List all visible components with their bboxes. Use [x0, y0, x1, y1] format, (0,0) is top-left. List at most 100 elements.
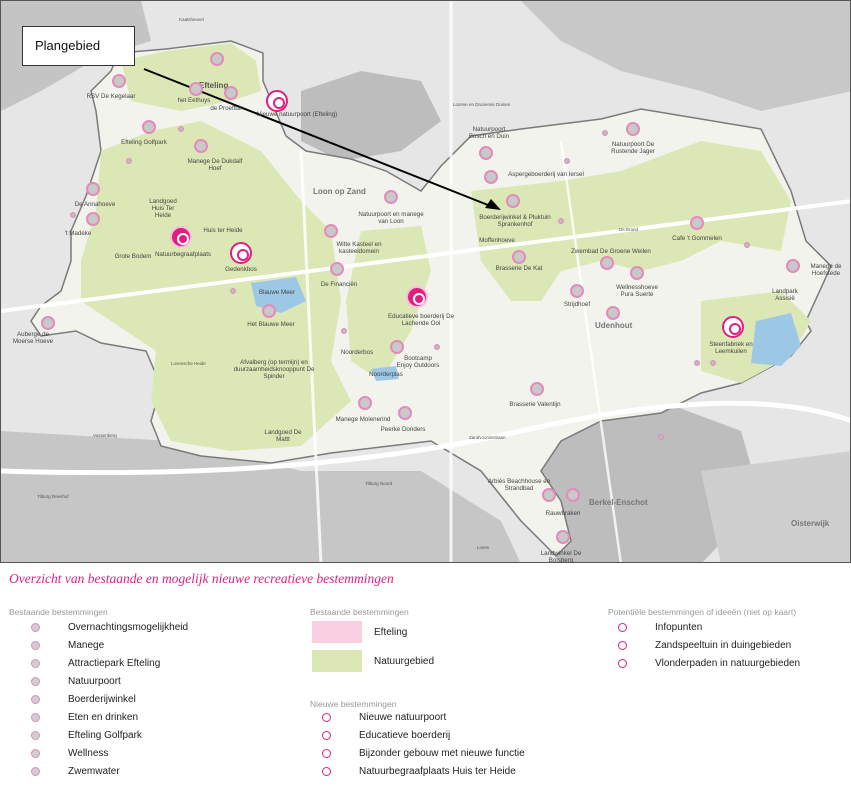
- natuurpoort-icon[interactable]: [479, 146, 493, 160]
- place-label: Efteling Golfpark: [121, 139, 167, 146]
- boerderij-icon[interactable]: [556, 530, 570, 544]
- town-label-loon-op-zand: Loon op Zand: [313, 187, 366, 196]
- eten-icon[interactable]: [330, 262, 344, 276]
- place-label: Auberge de Moerse Hoeve: [12, 331, 54, 345]
- eten-icon[interactable]: [189, 82, 203, 96]
- overnachting-icon[interactable]: [558, 218, 564, 224]
- place-label: de Proeftuin: [210, 105, 244, 112]
- golfpark-icon: [31, 731, 40, 740]
- bijzonder-gebouw-icon[interactable]: [230, 242, 252, 264]
- eten-icon[interactable]: [398, 406, 412, 420]
- place-label: Manege de Hoefstede: [810, 263, 842, 277]
- educatieve-boerderij-icon[interactable]: [406, 286, 428, 308]
- place-label: het Eethuys: [177, 97, 211, 104]
- eten-icon[interactable]: [512, 250, 526, 264]
- manege-icon[interactable]: [358, 396, 372, 410]
- place-label: Witte Kasteel en kasteeldomein: [336, 241, 382, 255]
- overnachting-icon[interactable]: [178, 126, 184, 132]
- overnachting-icon[interactable]: [658, 434, 664, 440]
- place-label: Natuurbegraafplaats: [154, 251, 212, 258]
- wellness-icon[interactable]: [390, 340, 404, 354]
- place-label: RSV De Kegelaar: [86, 93, 136, 100]
- place-label: Natuurpoort Bosch en Duin: [468, 126, 510, 140]
- town-label-efteling: Efteling: [199, 81, 229, 90]
- place-label: Landgoed De Mattt: [264, 429, 302, 443]
- road-label: Loven: [477, 545, 490, 550]
- boerderij-icon[interactable]: [506, 194, 520, 208]
- attractiepark-icon[interactable]: [324, 224, 338, 238]
- legend-label: Bijzonder gebouw met nieuwe functie: [359, 748, 525, 759]
- place-label: Landpark Assisië: [772, 288, 798, 302]
- natuurgebied-swatch: [312, 650, 362, 672]
- boerderij-icon[interactable]: [86, 182, 100, 196]
- place-label: Zwembad De Groene Weilen: [571, 248, 651, 255]
- natuurpoort-icon[interactable]: [626, 122, 640, 136]
- place-label: Natuurpoort en manege van Loon: [358, 211, 424, 225]
- bijzonder-gebouw-icon: [322, 749, 331, 758]
- eten-icon[interactable]: [41, 316, 55, 330]
- legend-label: Eten en drinken: [68, 712, 139, 723]
- map-base: [1, 1, 850, 562]
- overnachting-icon[interactable]: [710, 360, 716, 366]
- overnachting-icon[interactable]: [230, 288, 236, 294]
- eten-icon[interactable]: [690, 216, 704, 230]
- legend-label: Efteling: [374, 626, 408, 638]
- place-label: Natuurpoort De Rustende Jager: [611, 141, 655, 155]
- place-label: Moffenhoeve: [479, 237, 515, 244]
- place-label: Noorderbos: [340, 349, 374, 356]
- overnachting-icon: [31, 623, 40, 632]
- eten-icon[interactable]: [224, 86, 238, 100]
- place-label: Landwinkel De Bolsberg: [540, 550, 582, 563]
- legend-row: Zandspeeltuin in duingebieden: [596, 637, 791, 654]
- wellness-icon: [31, 749, 40, 758]
- place-label: De Annahoeve: [74, 201, 116, 208]
- educatieve-boerderij-icon: [322, 731, 331, 740]
- place-label: 't Madeke: [64, 230, 92, 237]
- overnachting-icon[interactable]: [564, 158, 570, 164]
- legend-row: Boerderijwinkel: [9, 691, 136, 708]
- eten-icon[interactable]: [86, 212, 100, 226]
- boerderij-icon[interactable]: [484, 170, 498, 184]
- legend-label: Nieuwe natuurpoort: [359, 712, 447, 723]
- attractiepark-icon[interactable]: [210, 52, 224, 66]
- golfpark-icon[interactable]: [142, 120, 156, 134]
- eten-icon[interactable]: [606, 306, 620, 320]
- place-label: Brasserie De Kat: [495, 265, 543, 272]
- legend-heading-existing: Bestaande bestemmingen: [9, 607, 108, 617]
- boerderij-icon: [31, 695, 40, 704]
- eten-icon[interactable]: [262, 304, 276, 318]
- legend-row: Attractiepark Efteling: [9, 655, 160, 672]
- place-label: Wellnesshoeve Pura Suerte: [616, 284, 658, 298]
- overnachting-icon[interactable]: [602, 130, 608, 136]
- eten-icon[interactable]: [530, 382, 544, 396]
- eten-icon[interactable]: [542, 488, 556, 502]
- overnachting-icon[interactable]: [70, 212, 76, 218]
- place-label: Strijdhoef: [563, 301, 591, 308]
- nieuwe-natuurpoort-icon[interactable]: [266, 90, 288, 112]
- legend-row: Bijzonder gebouw met nieuwe functie: [300, 745, 525, 762]
- legend-row: Overnachtingsmogelijkheid: [9, 619, 188, 636]
- zwemwater-icon[interactable]: [600, 256, 614, 270]
- place-label: De Financiën: [320, 281, 358, 288]
- overnachting-icon[interactable]: [434, 344, 440, 350]
- natuurbegraafplaats-icon[interactable]: [170, 226, 192, 248]
- town-label-udenhout: Udenhout: [595, 321, 633, 330]
- place-label: Gedenkbos: [225, 266, 257, 273]
- bijzonder-gebouw-icon[interactable]: [722, 316, 744, 338]
- wellness-icon[interactable]: [630, 266, 644, 280]
- overnachting-icon[interactable]: [744, 242, 750, 248]
- manege-icon[interactable]: [786, 259, 800, 273]
- legend-row: Eten en drinken: [9, 709, 138, 726]
- overnachting-icon[interactable]: [126, 158, 132, 164]
- eten-icon[interactable]: [570, 284, 584, 298]
- manege-icon[interactable]: [194, 139, 208, 153]
- legend-label: Educatieve boerderij: [359, 730, 451, 741]
- overnachting-icon[interactable]: [694, 360, 700, 366]
- natuurpoort-icon: [31, 677, 40, 686]
- manege-icon[interactable]: [112, 74, 126, 88]
- road-label: Tilburg Reeshof: [37, 494, 69, 499]
- overnachting-icon[interactable]: [341, 328, 347, 334]
- info-icon: [618, 623, 627, 632]
- natuurpoort-icon[interactable]: [384, 190, 398, 204]
- zwemwater-icon[interactable]: [566, 488, 580, 502]
